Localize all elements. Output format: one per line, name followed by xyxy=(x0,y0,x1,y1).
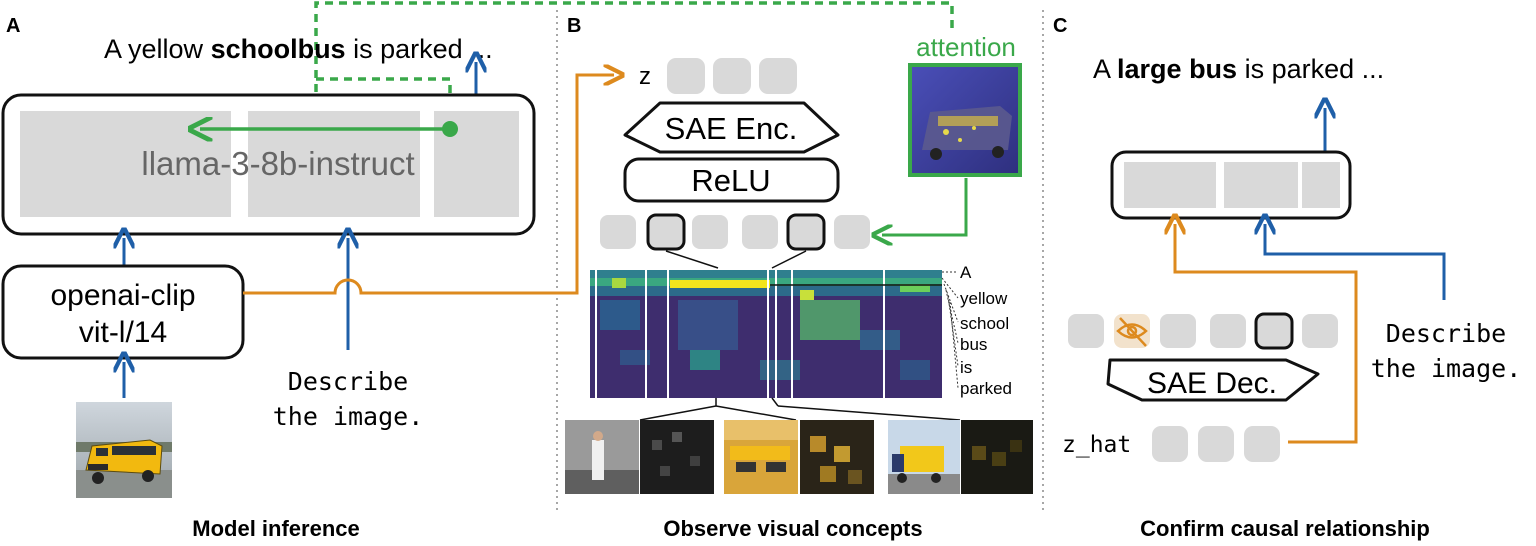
zhat-vector xyxy=(1152,426,1280,462)
sae-decoder-block xyxy=(1106,358,1320,402)
example-image-pair-2 xyxy=(724,420,874,494)
llm-label: llama-3-8b-instruct xyxy=(141,145,414,182)
attention-link-inner xyxy=(316,77,452,128)
panel-c-caption: Confirm causal relationship xyxy=(1140,516,1430,541)
panel-a-output-text: A yellow schoolbus is parked ... xyxy=(104,34,493,64)
token-labels: A yellow school bus is parked xyxy=(941,263,1012,398)
attention-source-dot xyxy=(442,121,458,137)
activation-heatmap xyxy=(590,270,942,398)
panel-a-caption: Model inference xyxy=(192,516,359,541)
llm-token-block-c3 xyxy=(1302,162,1340,208)
attention-map-image xyxy=(908,63,1022,177)
token-label: parked xyxy=(960,379,1012,398)
clip-label-line1: openai-clip xyxy=(50,279,195,312)
panel-a-prompt-line1: Describe xyxy=(288,367,408,396)
example-image-pair-1 xyxy=(565,420,714,494)
attention-label: attention xyxy=(916,32,1016,62)
panel-c-letter: C xyxy=(1053,15,1067,37)
example-image-pair-3 xyxy=(888,420,1033,494)
sae-encoder-label: SAE Enc. xyxy=(665,111,798,146)
example-connector xyxy=(771,397,779,407)
example-connector xyxy=(777,405,961,421)
arrow-attention-to-latents xyxy=(882,178,968,235)
eye-slash-icon xyxy=(1116,317,1148,347)
panel-a-letter: A xyxy=(6,15,20,37)
token-label: is xyxy=(960,358,972,377)
arrow-prompt-to-llm-c xyxy=(1265,224,1446,300)
example-connector xyxy=(639,405,717,421)
sae-latent-vector xyxy=(600,213,870,251)
panel-c-prompt-line2: the image. xyxy=(1371,354,1522,383)
attention-link-dashed xyxy=(314,1,954,92)
school-bus-photo xyxy=(76,402,172,498)
token-label: bus xyxy=(960,335,987,354)
latent-link-1 xyxy=(665,250,719,269)
panel-c-prompt-line1: Describe xyxy=(1386,319,1506,348)
llm-token-block-c2 xyxy=(1224,162,1298,208)
panel-b-caption: Observe visual concepts xyxy=(663,516,922,541)
z-label: z xyxy=(639,63,651,90)
panel-a-prompt-line2: the image. xyxy=(273,402,424,431)
latent-link-2 xyxy=(771,250,807,269)
relu-label: ReLU xyxy=(691,163,770,198)
sae-latent-vector-c xyxy=(1068,312,1338,350)
panel-c-output-text: A large bus is parked ... xyxy=(1093,54,1384,84)
arrow-zhat-to-llm xyxy=(1175,224,1358,444)
panel-b-letter: B xyxy=(567,15,581,37)
relu-block xyxy=(623,157,840,203)
sae-decoder-label: SAE Dec. xyxy=(1147,367,1277,400)
clip-label-line2: vit-l/14 xyxy=(79,316,167,349)
token-label: yellow xyxy=(960,289,1008,308)
sae-encoder-block xyxy=(623,101,840,154)
llm-token-block-c1 xyxy=(1124,162,1216,208)
arrow-clip-to-z xyxy=(243,75,614,295)
token-label: A xyxy=(960,263,972,282)
example-connector xyxy=(715,405,797,421)
token-label: school xyxy=(960,314,1009,333)
zhat-label: z_hat xyxy=(1062,432,1131,458)
z-vector xyxy=(667,58,797,94)
